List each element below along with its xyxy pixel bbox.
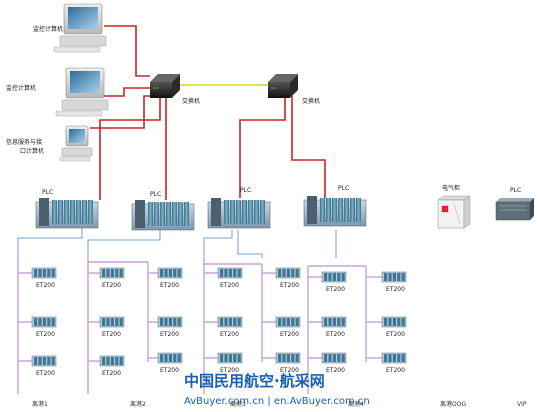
et200-module [275,267,301,279]
et200-module [31,355,57,367]
bus-plc3b [237,230,263,258]
bottom-label-oog: 离港OOG [440,400,466,408]
et200-label: ET200 [102,331,121,338]
switch-2 [268,74,298,98]
et200-module [381,316,407,328]
et200-label: ET200 [280,367,299,374]
et200-module [157,316,183,328]
plc-1-label: PLC [42,189,53,196]
et200-module [157,267,183,279]
et200-label: ET200 [160,367,179,374]
et200-label: ET200 [36,331,55,338]
et200-label: ET200 [386,367,405,374]
watermark: 中国民用航空·航采网 AvBuyer.com.cn | en.AvBuyer.c… [184,372,370,407]
plc-rack-3 [207,198,271,229]
et200-label: ET200 [36,370,55,377]
et200-module [321,316,347,328]
switch-2-label: 交换机 [302,97,320,105]
et200-module [31,267,57,279]
plc-4-label: PLC [338,185,349,192]
bottom-label-gate1: 离港1 [32,400,48,408]
link-switch2-plc3 [239,96,286,198]
et200-label: ET200 [326,286,345,293]
computer-1-label: 监控计算机 [33,25,63,33]
link-switch1-plc1 [99,96,161,200]
plc-rack-1 [35,198,99,229]
et200-label: ET200 [326,367,345,374]
standalone-plc [495,198,534,221]
switch-1 [150,74,180,98]
et200-label: ET200 [280,331,299,338]
bottom-label-gate2: 离港2 [130,400,146,408]
standalone-plc-label: PLC [510,187,521,194]
et200-module [157,352,183,364]
et200-module [99,316,125,328]
computer-2 [55,67,109,117]
et200-label: ET200 [102,370,121,377]
computer-3 [59,125,93,162]
et200-module [321,271,347,283]
et200-label: ET200 [220,367,239,374]
computer-1 [53,3,107,53]
red-links [90,25,326,200]
et200-label: ET200 [326,331,345,338]
plc-3-label: PLC [240,187,251,194]
bus-plc1 [17,228,83,258]
bottom-label-gate3: 离港3 [230,400,246,408]
bottom-label-vip: VIP [517,401,527,408]
et200-module [217,352,243,364]
et200-module [99,267,125,279]
et200-module [321,352,347,364]
link-switch2-plc4 [291,96,326,198]
computer-3-label-line2: 口计算机 [20,147,44,155]
et200-label: ET200 [102,282,121,289]
et200-module [275,352,301,364]
et200-label: ET200 [280,282,299,289]
computer-2-label: 监控计算机 [6,84,36,92]
cabinet-label: 电气柜 [442,184,460,192]
et200-module [217,316,243,328]
et200-module [217,267,243,279]
bottom-label-gate4: 离港4 [348,400,364,408]
link-pc2-switch1 [104,87,150,97]
et200-module [31,316,57,328]
et200-label: ET200 [386,331,405,338]
watermark-url: AvBuyer.com.cn | en.AvBuyer.com.cn [184,396,370,407]
bus-plc2 [87,230,161,258]
et200-label: ET200 [160,331,179,338]
et200-label: ET200 [220,282,239,289]
watermark-brand: 中国民用航空·航采网 [184,372,325,390]
bus-plc3a [203,230,233,258]
et200-label: ET200 [386,286,405,293]
link-pc1-switch1 [104,25,150,77]
et200-module [99,355,125,367]
electrical-cabinet [437,195,471,229]
et200-module [381,352,407,364]
switch-1-label: 交换机 [182,97,200,105]
computer-3-label-line1: 信息服务与接 [6,138,42,146]
et200-label: ET200 [160,282,179,289]
purple-buses [17,258,382,394]
et200-label: ET200 [220,331,239,338]
plc-rack-4 [303,196,367,227]
et200-module [381,271,407,283]
plc-rack-2 [131,200,195,231]
plc-2-label: PLC [150,191,161,198]
blue-bus-lines [17,228,337,258]
et200-label: ET200 [36,282,55,289]
et200-module [275,316,301,328]
